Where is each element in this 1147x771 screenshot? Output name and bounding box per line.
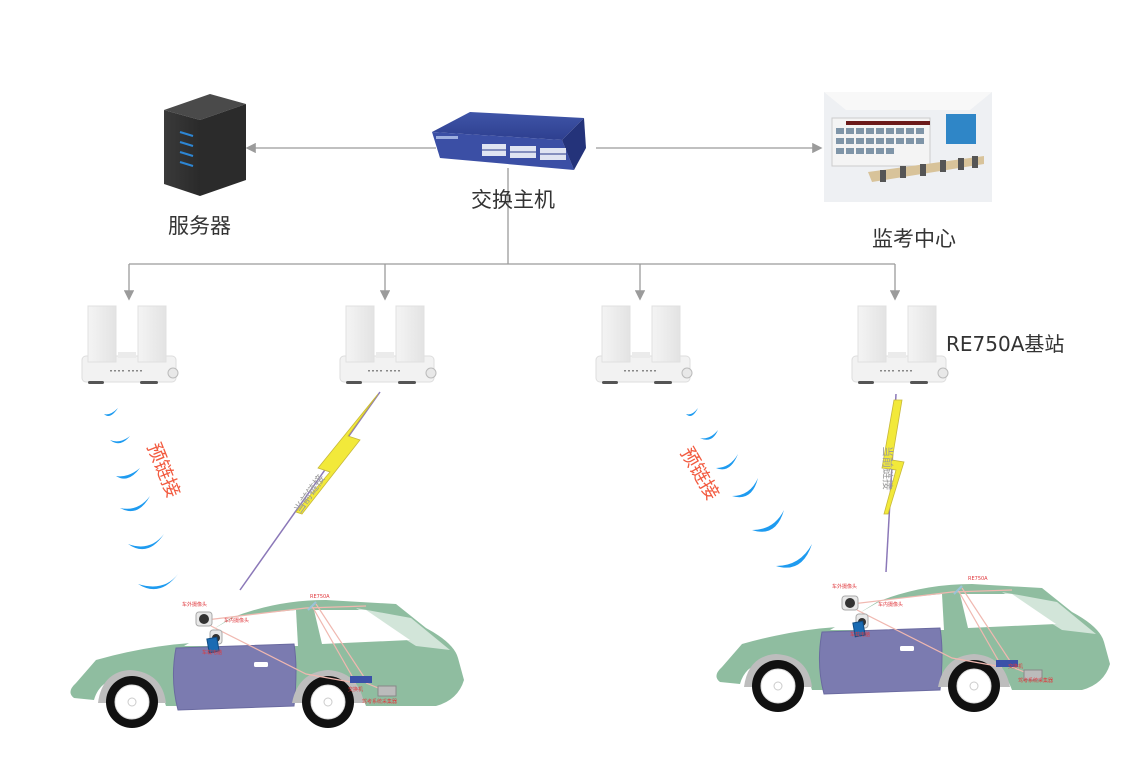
base-station-label: RE750A基站 <box>946 332 1065 356</box>
vehicle-1-inner-camera-label: 车内摄像头 <box>224 617 249 624</box>
base-station-1 <box>81 305 179 385</box>
vehicle-1-switch-label: 交换机 <box>348 686 363 693</box>
vehicle-1-outer-camera-label: 车外摄像头 <box>182 601 207 608</box>
vehicle-2: 车外摄像头 车内摄像头 车载电脑 RE750A 交换机 驾考系统采集器 <box>715 576 1111 713</box>
base-station-4 <box>851 305 949 385</box>
pre-link-waves-left <box>104 408 178 590</box>
base-station-3 <box>595 305 693 385</box>
vehicle-1: 车外摄像头 车内摄像头 车载电脑 RE750A 交换机 驾考系统采集器 <box>69 594 465 729</box>
server-label: 服务器 <box>168 214 231 238</box>
vehicle-2-outer-camera-label: 车外摄像头 <box>832 583 857 590</box>
vehicle-2-computer-label: 车载电脑 <box>850 631 870 638</box>
base-station-2 <box>339 305 437 385</box>
vehicle-2-collector-label: 驾考系统采集器 <box>1018 677 1053 684</box>
pre-link-label-right: 预链接 <box>676 444 724 504</box>
vehicle-2-inner-camera-label: 车内摄像头 <box>878 601 903 608</box>
current-link-label-left: 当前链接 <box>291 472 328 516</box>
vehicle-1-computer-label: 车载电脑 <box>202 649 222 656</box>
vehicle-1-antenna-label: RE750A <box>310 594 330 600</box>
monitor-center-image <box>824 92 992 202</box>
switch-icon <box>432 112 586 170</box>
vehicle-2-switch-label: 交换机 <box>1008 663 1023 670</box>
monitor-center-label: 监考中心 <box>872 227 956 251</box>
current-link-bolt-left <box>239 391 381 591</box>
server-icon <box>164 94 246 196</box>
current-link-label-right: 当前链接 <box>881 446 895 490</box>
connector-lines <box>123 142 901 301</box>
pre-link-waves-right <box>686 408 812 568</box>
vehicle-1-collector-label: 驾考系统采集器 <box>362 698 397 705</box>
vehicle-2-antenna-label: RE750A <box>968 576 988 582</box>
pre-link-label-left: 预链接 <box>142 440 184 501</box>
current-link-bolt-right <box>881 393 905 573</box>
switch-label: 交换主机 <box>471 188 555 212</box>
